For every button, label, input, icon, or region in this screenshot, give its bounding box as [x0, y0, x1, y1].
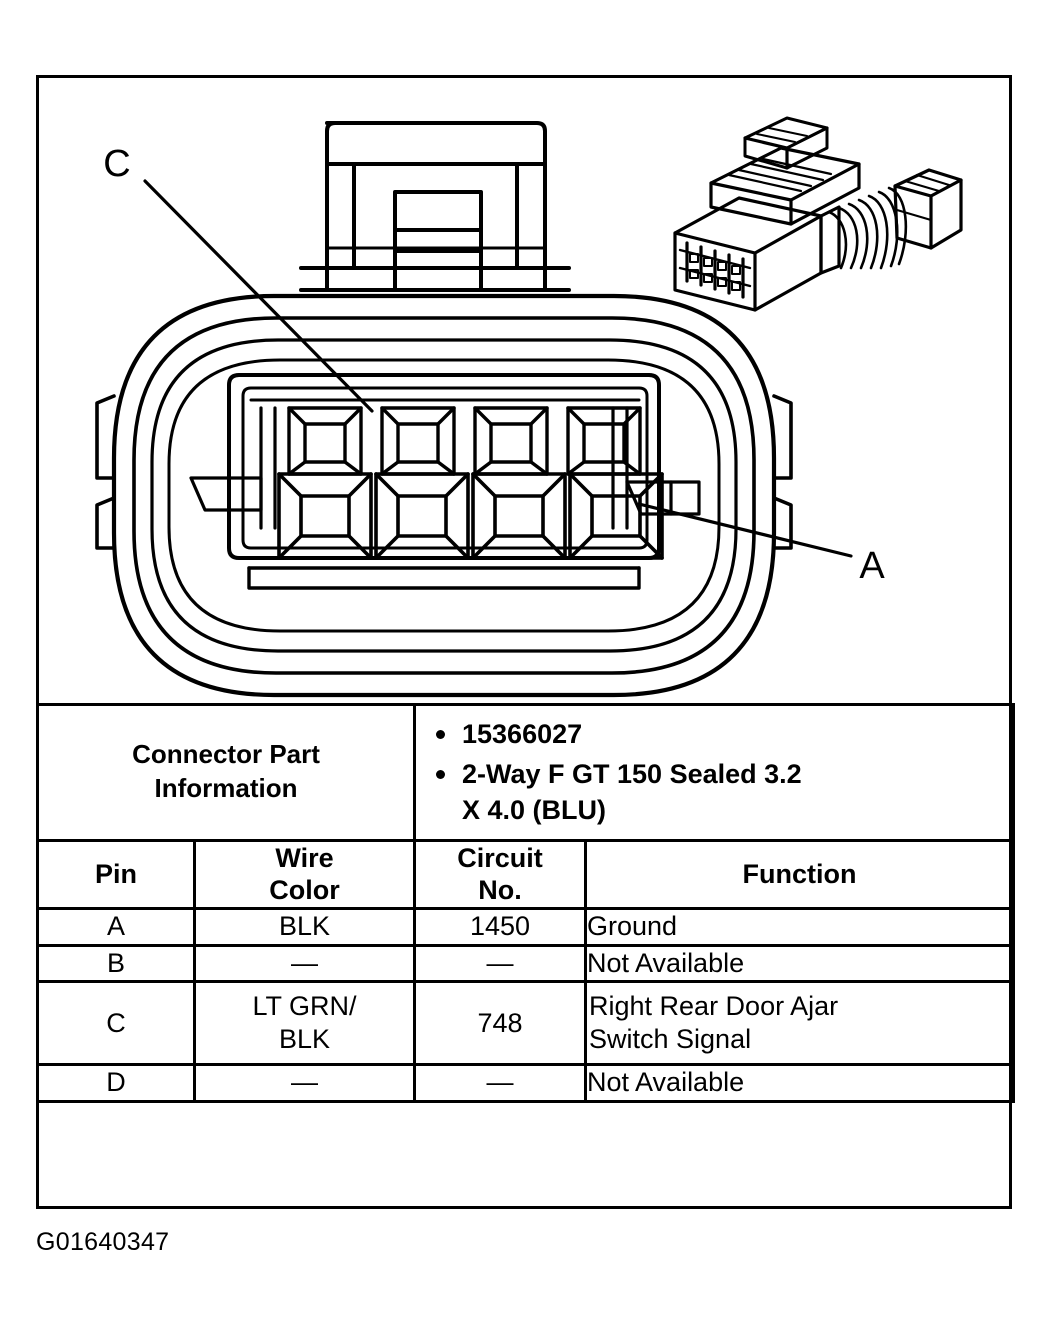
- row-c-wire-color: LT GRN/ BLK: [193, 980, 416, 1067]
- cavity-row-lower: [277, 472, 664, 560]
- row-c-function-line2: Switch Signal: [589, 1024, 752, 1055]
- bullet-icon: [436, 770, 445, 780]
- row-d-circuit-no: —: [413, 1063, 587, 1103]
- row-c-function-line1: Right Rear Door Ajar: [589, 991, 839, 1022]
- connector-shell-outline-4: [167, 358, 721, 633]
- row-d-pin: D: [36, 1063, 196, 1103]
- table-row: B — — Not Available: [36, 943, 1015, 984]
- table-header-row: Pin Wire Color Circuit No. Function: [36, 838, 1015, 911]
- upper-cavity-2: [380, 406, 456, 476]
- connector-top-latch: [299, 121, 571, 292]
- lower-cavity-3: [471, 472, 567, 560]
- housing-right-key-tab: [625, 480, 701, 516]
- header-function: Function: [584, 838, 1015, 911]
- header-wire-color-line2: Color: [269, 875, 340, 906]
- figure-and-table-frame: C A Connector Part Information: [36, 75, 1015, 1209]
- header-wire-color: Wire Color: [193, 838, 416, 911]
- upper-cavity-3: [473, 406, 549, 476]
- lower-cavity-2: [374, 472, 470, 560]
- row-b-wire-color: —: [193, 943, 416, 984]
- part-info-label-cell: Connector Part Information: [36, 703, 416, 842]
- callout-label-a: A: [859, 545, 885, 587]
- row-b-function: Not Available: [584, 943, 1015, 984]
- bullet-icon: [436, 730, 445, 740]
- callout-label-c: C: [103, 143, 130, 185]
- part-info-item-number: 15366027: [436, 716, 1002, 752]
- lower-cavity-4: [568, 472, 664, 560]
- header-wire-color-line1: Wire: [275, 842, 334, 873]
- cavity-row-upper: [287, 406, 642, 476]
- housing-side-guides: [259, 406, 629, 530]
- terminal-housing-lip: [247, 566, 641, 590]
- part-description-line2: X 4.0 (BLU): [462, 795, 607, 826]
- callout-leader-lines: [143, 179, 853, 558]
- upper-cavity-1: [287, 406, 363, 476]
- row-a-circuit-no: 1450: [413, 907, 587, 947]
- part-info-label-line1: Connector Part: [132, 739, 320, 770]
- figure-id-caption: G01640347: [36, 1228, 170, 1256]
- row-c-pin: C: [36, 980, 196, 1067]
- terminal-housing-inner: [241, 386, 649, 550]
- part-info-list: 15366027 2-Way F GT 150 Sealed 3.2 X 4.0…: [416, 706, 1012, 839]
- row-a-pin: A: [36, 907, 196, 947]
- row-a-wire-color: BLK: [193, 907, 416, 947]
- row-c-wire-color-line2: BLK: [278, 1024, 331, 1055]
- connector-drawing-svg: C A: [95, 116, 963, 698]
- part-info-row: Connector Part Information 15366027 2-Wa…: [36, 703, 1015, 842]
- leader-line-c: [143, 179, 374, 413]
- table-row: C LT GRN/ BLK 748 Right Rear Door Ajar S…: [36, 980, 1015, 1067]
- header-circuit-no: Circuit No.: [413, 838, 587, 911]
- row-d-wire-color: —: [193, 1063, 416, 1103]
- table-row: D — — Not Available: [36, 1063, 1015, 1103]
- part-info-label-line2: Information: [154, 773, 298, 804]
- part-number-text: 15366027: [462, 719, 583, 749]
- lower-cavity-1: [277, 472, 373, 560]
- upper-cavity-4: [566, 406, 642, 476]
- part-description-line1: 2-Way F GT 150 Sealed 3.2: [462, 759, 802, 790]
- part-info-item-description: 2-Way F GT 150 Sealed 3.2 X 4.0 (BLU): [436, 756, 1002, 828]
- row-c-function: Right Rear Door Ajar Switch Signal: [584, 980, 1015, 1067]
- connector-shell-outline: [111, 293, 777, 698]
- leader-line-a: [637, 502, 853, 558]
- header-circuit-no-line2: No.: [478, 875, 522, 906]
- connector-side-ears: [95, 394, 793, 550]
- housing-left-key-tab: [189, 476, 263, 512]
- row-c-wire-color-line1: LT GRN/: [252, 991, 357, 1022]
- row-b-pin: B: [36, 943, 196, 984]
- connector-isometric-view: [673, 116, 963, 312]
- row-d-function: Not Available: [584, 1063, 1015, 1103]
- header-pin: Pin: [36, 838, 196, 911]
- table-row: A BLK 1450 Ground: [36, 907, 1015, 947]
- header-circuit-no-line1: Circuit: [457, 842, 543, 873]
- part-info-values-cell: 15366027 2-Way F GT 150 Sealed 3.2 X 4.0…: [413, 703, 1015, 842]
- row-c-circuit-no: 748: [413, 980, 587, 1067]
- connector-figure: C A: [39, 78, 1009, 703]
- row-b-circuit-no: —: [413, 943, 587, 984]
- row-a-function: Ground: [584, 907, 1015, 947]
- connector-spec-table: Connector Part Information 15366027 2-Wa…: [36, 703, 1015, 1103]
